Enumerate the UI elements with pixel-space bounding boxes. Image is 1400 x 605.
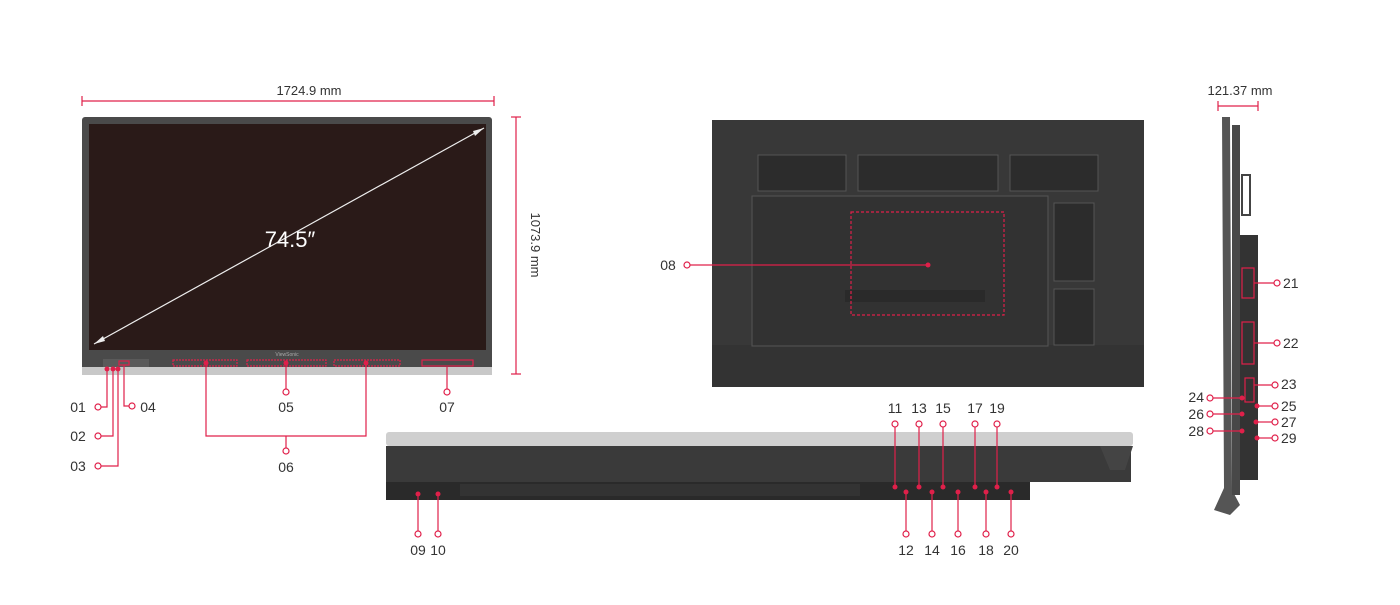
height-label: 1073.9 mm [528, 212, 543, 277]
callout-05: 05 [278, 399, 294, 415]
callout-08: 08 [660, 257, 676, 273]
width-label: 1724.9 mm [276, 83, 341, 98]
port-leaders-bottom [414, 489, 1015, 538]
callout-19: 19 [989, 400, 1005, 416]
callout-10: 10 [430, 542, 446, 558]
callout-04: 04 [140, 399, 156, 415]
callout-26: 26 [1188, 406, 1204, 422]
callout-24: 24 [1188, 389, 1204, 405]
callout-07: 07 [439, 399, 455, 415]
bottom-view: 11 13 15 17 19 09 10 12 14 16 18 20 [386, 400, 1133, 558]
depth-label: 121.37 mm [1207, 83, 1272, 98]
brand-logo: ViewSonic [275, 352, 299, 358]
back-view: 08 [660, 120, 1144, 387]
callout-11: 11 [888, 400, 903, 416]
callout-13: 13 [911, 400, 927, 416]
side-view: 121.37 mm 21 22 23 25 27 29 24 26 28 [1188, 83, 1299, 515]
callout-18: 18 [978, 542, 994, 558]
callout-27: 27 [1281, 414, 1297, 430]
callout-03: 03 [70, 458, 86, 474]
front-view: 1724.9 mm 1073.9 mm 74.5″ ViewSonic 01 0… [70, 83, 543, 475]
callout-06: 06 [278, 459, 294, 475]
callout-22: 22 [1283, 335, 1299, 351]
callout-16: 16 [950, 542, 966, 558]
callout-29: 29 [1281, 430, 1297, 446]
callout-28: 28 [1188, 423, 1204, 439]
callout-21: 21 [1283, 275, 1299, 291]
callout-09: 09 [410, 542, 426, 558]
callout-14: 14 [924, 542, 940, 558]
callout-12: 12 [898, 542, 914, 558]
callout-20: 20 [1003, 542, 1019, 558]
callout-02: 02 [70, 428, 86, 444]
callout-23: 23 [1281, 376, 1297, 392]
callout-15: 15 [935, 400, 951, 416]
callout-17: 17 [967, 400, 983, 416]
diagonal-arrow [93, 127, 485, 345]
callout-25: 25 [1281, 398, 1297, 414]
port-leaders-top [891, 420, 1001, 490]
diagonal-label: 74.5″ [265, 227, 316, 252]
callout-01: 01 [70, 399, 86, 415]
